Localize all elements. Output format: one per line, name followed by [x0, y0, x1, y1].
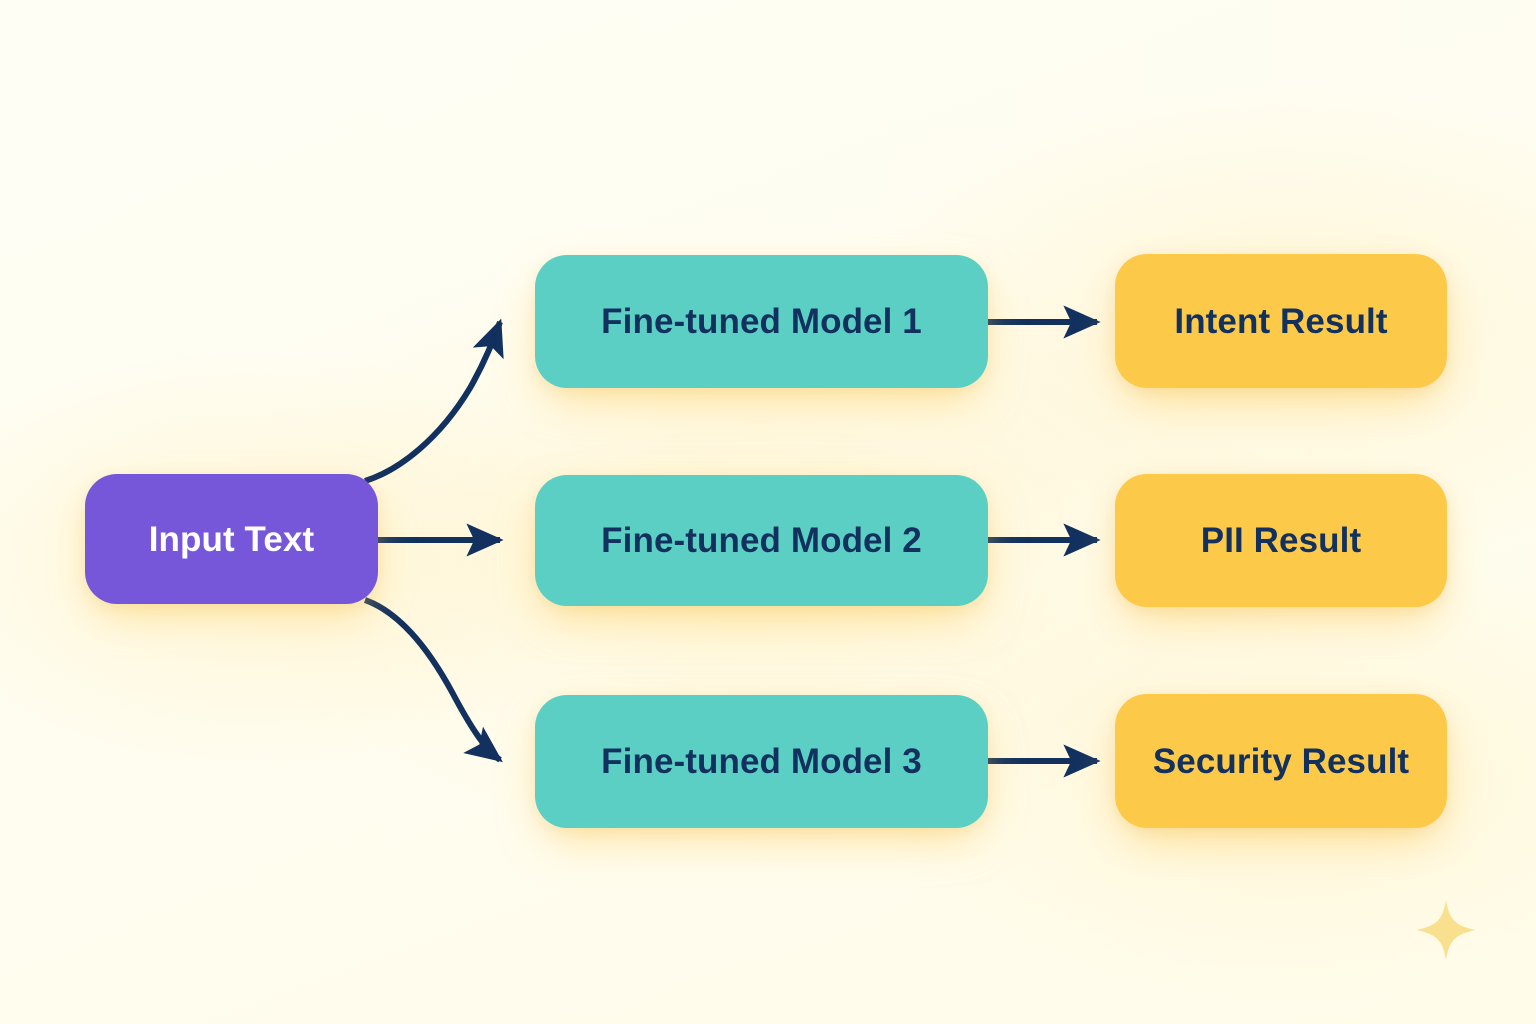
- node-intent-result-label: Intent Result: [1174, 301, 1388, 341]
- node-fine-tuned-model-3[interactable]: Fine-tuned Model 3: [535, 695, 988, 828]
- connector-input-to-model-1: [364, 318, 504, 484]
- node-fine-tuned-model-3-label: Fine-tuned Model 3: [601, 742, 922, 781]
- node-input-text-label: Input Text: [148, 519, 315, 559]
- node-intent-result[interactable]: Intent Result: [1115, 254, 1447, 388]
- node-input-text[interactable]: Input Text: [85, 474, 378, 604]
- node-fine-tuned-model-2[interactable]: Fine-tuned Model 2: [535, 475, 988, 606]
- node-security-result-label: Security Result: [1152, 741, 1410, 781]
- connector-input-to-model-3: [363, 597, 503, 763]
- node-fine-tuned-model-1-label: Fine-tuned Model 1: [601, 302, 922, 341]
- node-pii-result-label: PII Result: [1200, 521, 1362, 560]
- node-fine-tuned-model-2-label: Fine-tuned Model 2: [601, 521, 922, 560]
- node-fine-tuned-model-1[interactable]: Fine-tuned Model 1: [535, 255, 988, 388]
- sparkle-icon: [1416, 900, 1476, 960]
- node-pii-result[interactable]: PII Result: [1115, 474, 1447, 607]
- node-security-result[interactable]: Security Result: [1115, 694, 1447, 828]
